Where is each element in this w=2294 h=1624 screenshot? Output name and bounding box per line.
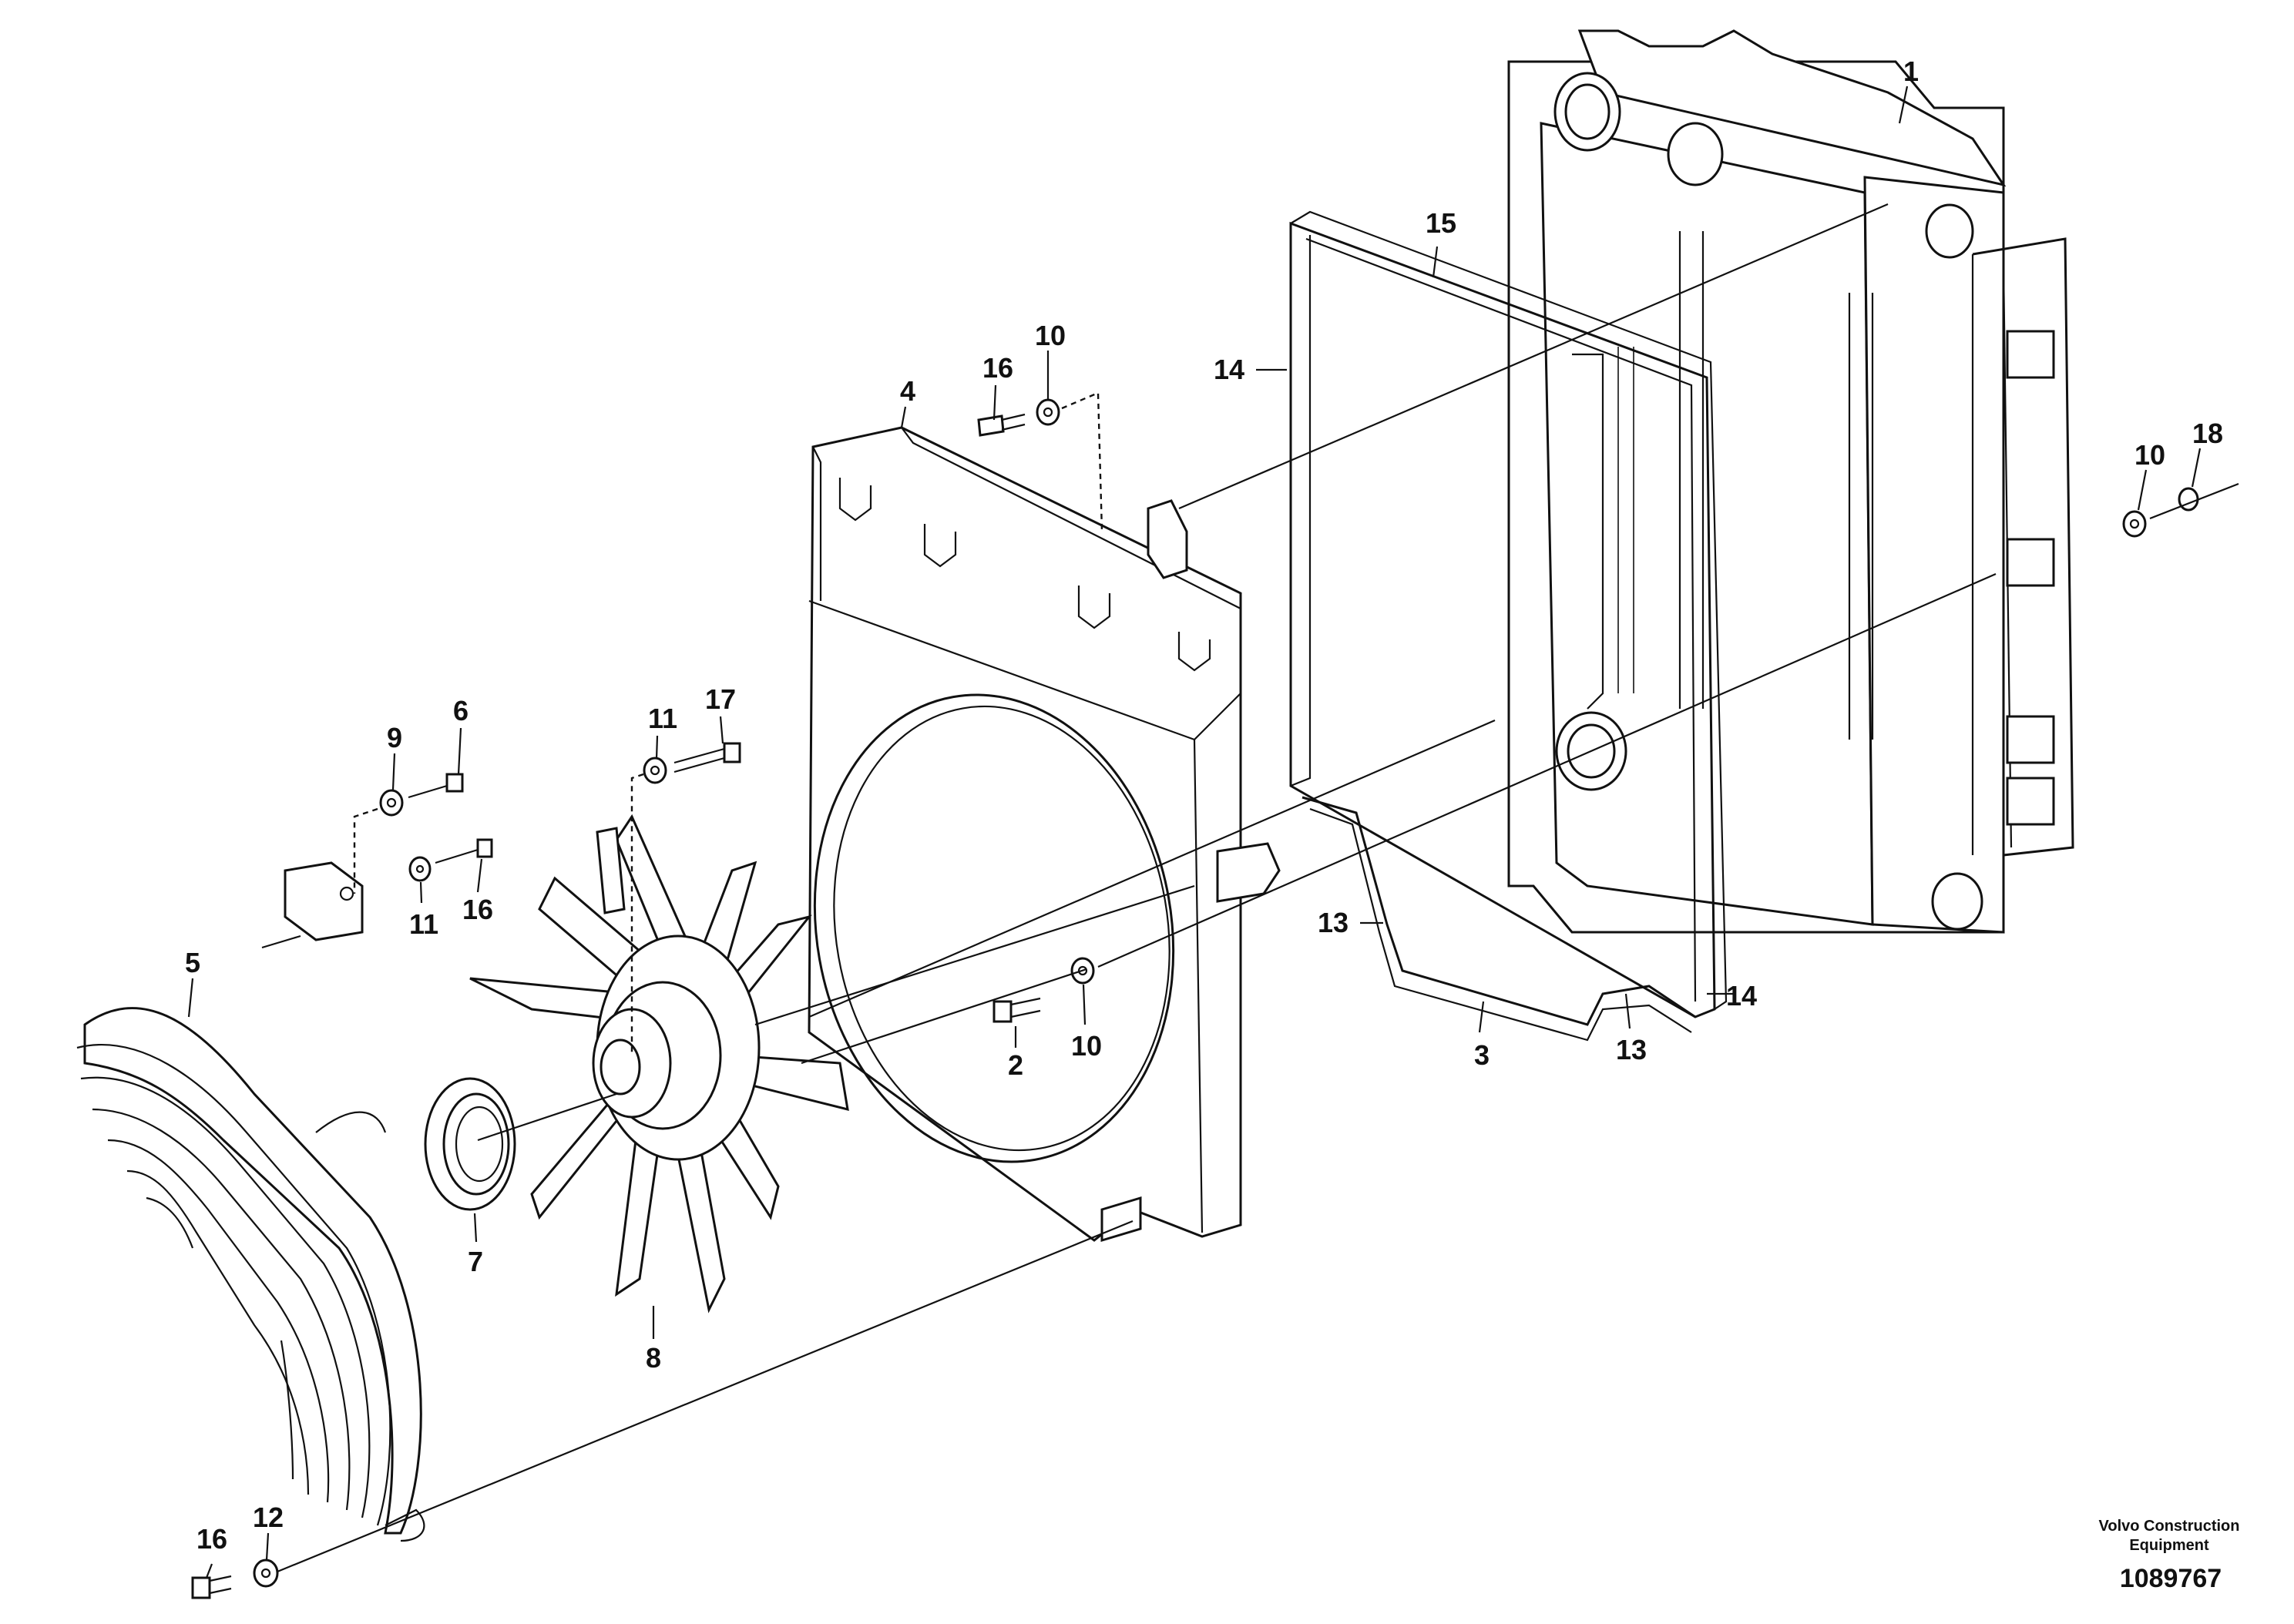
callout-13-left: 13	[1318, 907, 1349, 938]
brand-line-2: Equipment	[2129, 1537, 2209, 1554]
callout-3: 3	[1474, 1039, 1490, 1071]
callout-13-right: 13	[1616, 1034, 1647, 1065]
callout-4: 4	[900, 375, 915, 407]
callout-10-lower: 10	[1071, 1030, 1102, 1062]
callout-12: 12	[253, 1502, 284, 1533]
document-number: 1089767	[2120, 1564, 2222, 1593]
fan-guard	[76, 1007, 425, 1542]
callout-10-top: 10	[1035, 320, 1066, 351]
callout-labels: 1 15 14 16 10 4 10 18 9 6 11 17 11 16 5 …	[185, 55, 2223, 1555]
hub-ring	[424, 1077, 516, 1211]
fan	[469, 814, 849, 1314]
callout-6: 6	[453, 695, 469, 726]
leader-lines	[187, 86, 2202, 1579]
callout-7: 7	[468, 1246, 483, 1277]
radiator	[1507, 29, 2074, 934]
callout-16-bottom: 16	[196, 1523, 227, 1555]
assembly-lines	[277, 203, 2239, 1573]
callout-16-top: 16	[982, 352, 1013, 384]
seal-frame	[1289, 210, 1728, 1042]
callout-1: 1	[1903, 55, 1919, 87]
sensor-bracket	[261, 861, 364, 949]
fan-shroud	[808, 426, 1281, 1243]
callout-9: 9	[387, 722, 402, 753]
callout-14-left: 14	[1214, 354, 1244, 385]
callout-11-upper: 11	[648, 703, 677, 734]
callout-8: 8	[646, 1342, 661, 1374]
callout-16-middle: 16	[462, 894, 493, 925]
callout-11-lower: 11	[409, 908, 438, 940]
callout-14-right: 14	[1726, 980, 1757, 1012]
brand-block: Volvo Construction Equipment 1089767	[2099, 1518, 2240, 1593]
callout-17: 17	[705, 683, 736, 715]
callout-10-right: 10	[2134, 439, 2165, 471]
callout-18: 18	[2192, 418, 2223, 449]
callout-5: 5	[185, 947, 200, 978]
brand-line-1: Volvo Construction	[2099, 1518, 2240, 1535]
callout-2: 2	[1008, 1049, 1023, 1081]
callout-15: 15	[1426, 207, 1456, 239]
